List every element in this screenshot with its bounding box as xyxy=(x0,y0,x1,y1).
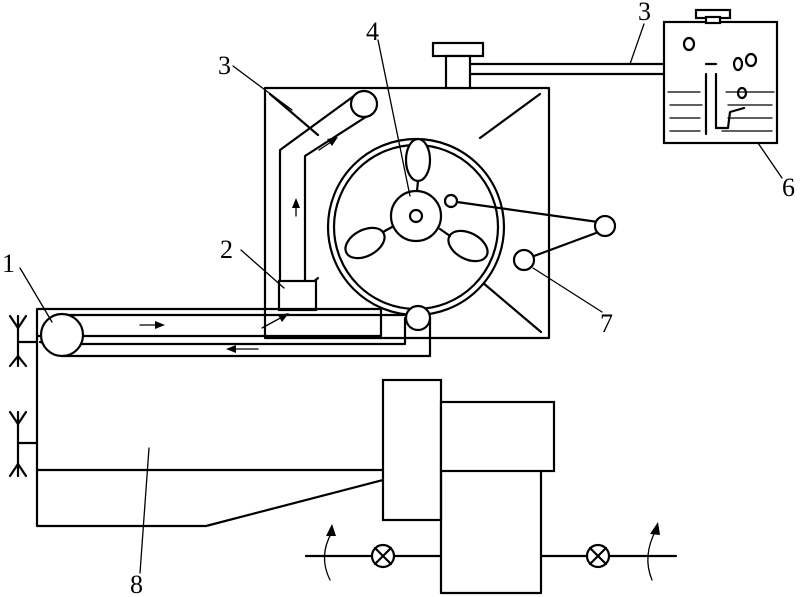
inclined-conveyor xyxy=(278,89,379,286)
machine-block xyxy=(304,378,678,595)
label-6: 6 xyxy=(782,173,795,202)
linkage-arm xyxy=(443,193,617,272)
label-8: 8 xyxy=(130,570,143,597)
label-2: 2 xyxy=(220,235,233,264)
hopper-box xyxy=(277,279,318,312)
lower-conveyor xyxy=(35,304,432,358)
label-3-right: 3 xyxy=(638,0,651,26)
label-4: 4 xyxy=(366,17,379,46)
label-7: 7 xyxy=(600,309,613,338)
left-mounts xyxy=(8,314,39,478)
filler-cap xyxy=(431,41,485,90)
leader-lines xyxy=(19,23,783,574)
label-1: 1 xyxy=(2,249,15,278)
label-3-left: 3 xyxy=(218,51,231,80)
drum-wheel xyxy=(326,137,506,317)
base-frame xyxy=(35,334,385,528)
coolant-tank xyxy=(662,8,779,145)
